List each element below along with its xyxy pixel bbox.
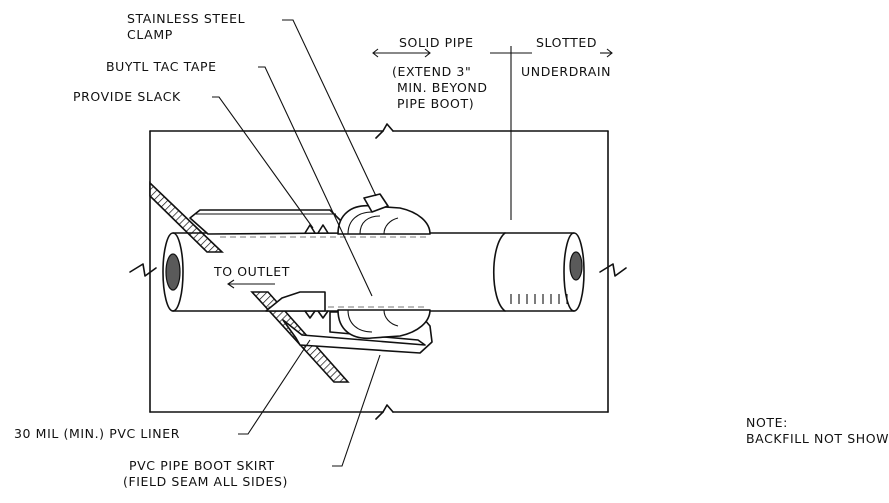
label-extend-line3: PIPE BOOT): [397, 96, 474, 111]
label-slotted: SLOTTED: [536, 35, 597, 50]
label-extend-line1: (EXTEND 3": [392, 64, 471, 79]
leader-lines: [212, 19, 381, 467]
label-underdrain: UNDERDRAIN: [521, 64, 611, 79]
label-solid-pipe: SOLID PIPE: [399, 35, 474, 50]
pipe-slots: [510, 294, 568, 304]
boot-skirt-upper: [189, 209, 343, 235]
label-to-outlet: TO OUTLET: [213, 264, 290, 279]
label-slack: PROVIDE SLACK: [73, 89, 181, 104]
label-extend-line2: MIN. BEYOND: [397, 80, 488, 95]
hidden-lines: [220, 236, 428, 308]
note-title: NOTE:: [746, 415, 788, 430]
dimension-lines: [372, 46, 613, 220]
label-clamp-line1: STAINLESS STEEL: [127, 11, 245, 26]
arrow-left-icon: [227, 279, 275, 289]
label-liner: 30 MIL (MIN.) PVC LINER: [14, 426, 180, 441]
label-tape: BUYTL TAC TAPE: [106, 59, 217, 74]
label-clamp-line2: CLAMP: [127, 27, 173, 42]
note-text: BACKFILL NOT SHOWN: [746, 431, 889, 446]
label-skirt-line2: (FIELD SEAM ALL SIDES): [123, 474, 288, 489]
label-skirt-line1: PVC PIPE BOOT SKIRT: [129, 458, 275, 473]
clamp-icon: [337, 193, 431, 339]
break-line-icon: [129, 123, 627, 420]
